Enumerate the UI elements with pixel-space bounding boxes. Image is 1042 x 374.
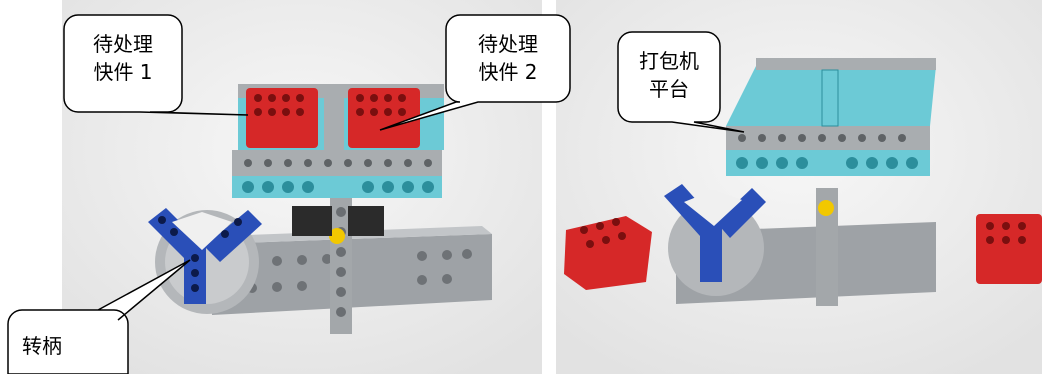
callout-text-right-1: 打包机 平台	[624, 47, 714, 103]
callout-line: 快件 2	[478, 60, 538, 84]
callout-line: 平台	[649, 77, 689, 101]
red-block-floor-left	[564, 216, 652, 290]
red-block-1	[246, 88, 318, 148]
callout-text-crank: 转柄	[22, 332, 102, 360]
red-block-floor-right	[976, 214, 1042, 284]
callout-text-left-1: 待处理 快件 1	[70, 30, 176, 86]
right-photo	[556, 0, 1042, 374]
callout-line: 打包机	[639, 49, 699, 73]
callout-line: 待处理	[93, 32, 153, 56]
right-lego-model-image	[556, 0, 1042, 374]
callout-line: 待处理	[478, 32, 538, 56]
red-block-2	[348, 88, 420, 148]
callout-line: 快件 1	[93, 60, 153, 84]
callout-line: 转柄	[22, 334, 62, 358]
callout-text-left-2: 待处理 快件 2	[452, 30, 564, 86]
